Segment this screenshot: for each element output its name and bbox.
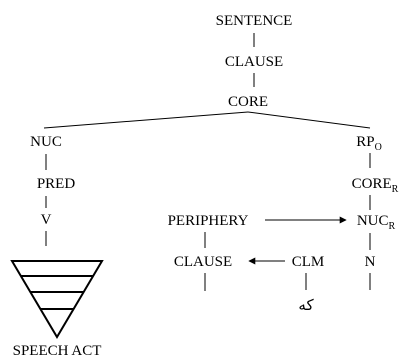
node-nuc-r-subscript: R [389,221,396,232]
node-sentence: SENTENCE [216,13,293,29]
node-n: N [365,254,376,270]
node-rp: RPO [356,134,382,153]
node-clm: CLM [292,254,325,270]
node-clm-word: که [298,296,314,314]
node-clause-top: CLAUSE [225,54,283,70]
node-nuc-r: NUCR [357,213,396,232]
node-core-r: CORER [352,176,399,195]
speech-act-operator-triangle [10,260,104,339]
node-clause-bottom: CLAUSE [174,254,232,270]
node-rp-label: RP [356,134,374,150]
node-nuc: NUC [30,134,62,150]
node-core-r-label: CORE [352,176,392,192]
node-rp-subscript: O [375,142,382,153]
node-core: CORE [228,94,268,110]
node-periphery: PERIPHERY [168,213,249,229]
node-v: V [41,212,52,228]
edge-core-nuc [43,111,249,129]
node-core-r-subscript: R [392,184,399,195]
edge-core-rp [247,111,371,129]
node-pred: PRED [37,176,76,192]
node-nuc-r-label: NUC [357,213,389,229]
node-speech-act: SPEECH ACT [13,343,102,359]
